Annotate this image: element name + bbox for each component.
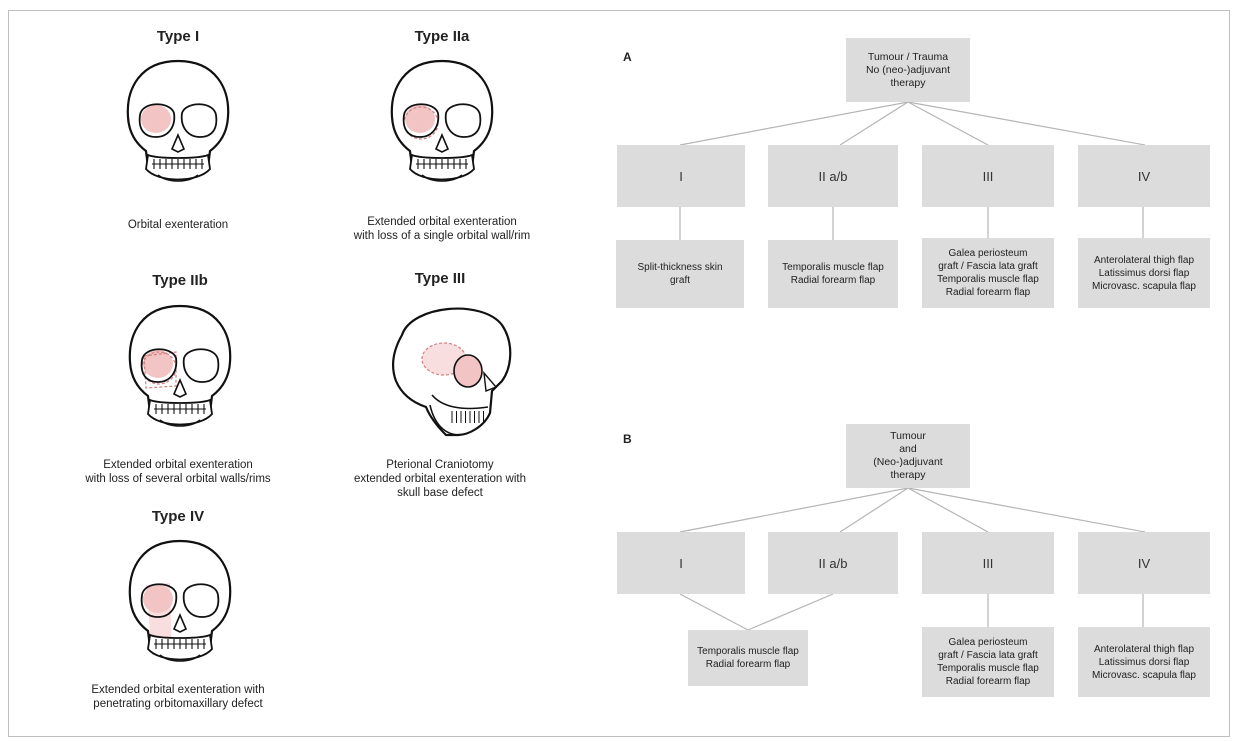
connector-b-ii-leaf bbox=[747, 593, 834, 631]
connector-b-root-ii bbox=[839, 487, 909, 533]
connector-b-root-iii bbox=[907, 487, 989, 533]
type-i-caption: Orbital exenteration bbox=[127, 219, 229, 231]
figure-frame bbox=[8, 10, 1230, 737]
skull-type-i-icon bbox=[126, 59, 230, 182]
connector-a-root-i bbox=[679, 101, 909, 146]
mandible bbox=[429, 404, 461, 436]
panel-b-category-i: I bbox=[617, 532, 745, 594]
panel-b-category-ii: II a/b bbox=[768, 532, 898, 594]
chin bbox=[159, 419, 201, 427]
panel-b-category-iii: III bbox=[922, 532, 1054, 594]
chin bbox=[421, 174, 463, 182]
orbital-defect bbox=[143, 350, 173, 378]
type-iii-caption: Pterional Craniotomy extended orbital ex… bbox=[354, 459, 526, 499]
type-iii-title: Type III bbox=[414, 270, 466, 287]
skull-type-iv-icon bbox=[128, 539, 232, 662]
skull-type-iii-lateral-icon bbox=[392, 307, 512, 437]
panel-b-root: Tumour and (Neo-)adjuvant therapy bbox=[846, 424, 970, 488]
nasal-lateral bbox=[483, 370, 498, 392]
panel-a-category-ii: II a/b bbox=[768, 145, 898, 207]
panel-a-category-iv: IV bbox=[1078, 145, 1210, 207]
panel-a-leaf-iii: Galea periosteum graft / Fascia lata gra… bbox=[922, 238, 1054, 308]
nasal-cavity bbox=[434, 132, 450, 153]
orbital-defect bbox=[141, 105, 171, 133]
zygomatic-arch bbox=[431, 394, 489, 410]
right-orbit bbox=[402, 103, 440, 138]
panel-b-leaf-iii: Galea periosteum graft / Fascia lata gra… bbox=[922, 627, 1054, 697]
panel-a-category-iii: III bbox=[922, 145, 1054, 207]
nasal-cavity bbox=[170, 132, 186, 153]
type-iib-caption: Extended orbital exenteration with loss … bbox=[85, 459, 271, 485]
left-orbit bbox=[182, 348, 220, 383]
panel-a-leaf-ii: Temporalis muscle flap Radial forearm fl… bbox=[768, 240, 898, 308]
connector-b-i-leaf bbox=[679, 593, 749, 631]
connector-b-root-iv bbox=[907, 487, 1146, 533]
orbital-defect bbox=[405, 105, 435, 133]
connector-b-root-i bbox=[679, 487, 909, 533]
panel-b-category-iv: IV bbox=[1078, 532, 1210, 594]
skull-type-iia-icon bbox=[390, 59, 494, 182]
panel-a-leaf-i: Split-thickness skin graft bbox=[616, 240, 744, 308]
panel-a-root: Tumour / Trauma No (neo-)adjuvant therap… bbox=[846, 38, 970, 102]
left-orbit bbox=[180, 103, 218, 138]
panel-a-category-i: I bbox=[617, 145, 745, 207]
nasal-cavity bbox=[172, 612, 188, 633]
panel-b-leaf-iv: Anterolateral thigh flap Latissimus dors… bbox=[1078, 627, 1210, 697]
right-orbit bbox=[138, 103, 176, 138]
connector-a-root-ii bbox=[839, 101, 909, 146]
type-iib-title: Type IIb bbox=[152, 272, 208, 289]
panel-a-leaf-iv: Anterolateral thigh flap Latissimus dors… bbox=[1078, 238, 1210, 308]
type-iia-caption: Extended orbital exenteration with loss … bbox=[353, 216, 531, 242]
panel-b-letter: B bbox=[623, 432, 632, 446]
skull-type-iib-icon bbox=[128, 304, 232, 427]
right-orbit bbox=[140, 348, 178, 383]
chin bbox=[157, 174, 199, 182]
left-orbit bbox=[444, 103, 482, 138]
right-orbit bbox=[140, 583, 178, 618]
orbit-lateral bbox=[453, 354, 483, 388]
type-i-title: Type I bbox=[156, 28, 200, 45]
type-iv-caption: Extended orbital exenteration with penet… bbox=[91, 684, 265, 710]
nasal-cavity bbox=[172, 377, 188, 398]
connector-a-root-iv bbox=[907, 101, 1146, 146]
panel-a-letter: A bbox=[623, 50, 632, 64]
left-orbit bbox=[182, 583, 220, 618]
panel-b-leaf-i-ii: Temporalis muscle flap Radial forearm fl… bbox=[688, 630, 808, 686]
type-iia-title: Type IIa bbox=[414, 28, 470, 45]
chin bbox=[159, 654, 201, 662]
connector-a-root-iii bbox=[907, 101, 989, 146]
type-iv-title: Type IV bbox=[151, 508, 205, 525]
orbital-defect bbox=[143, 585, 173, 613]
